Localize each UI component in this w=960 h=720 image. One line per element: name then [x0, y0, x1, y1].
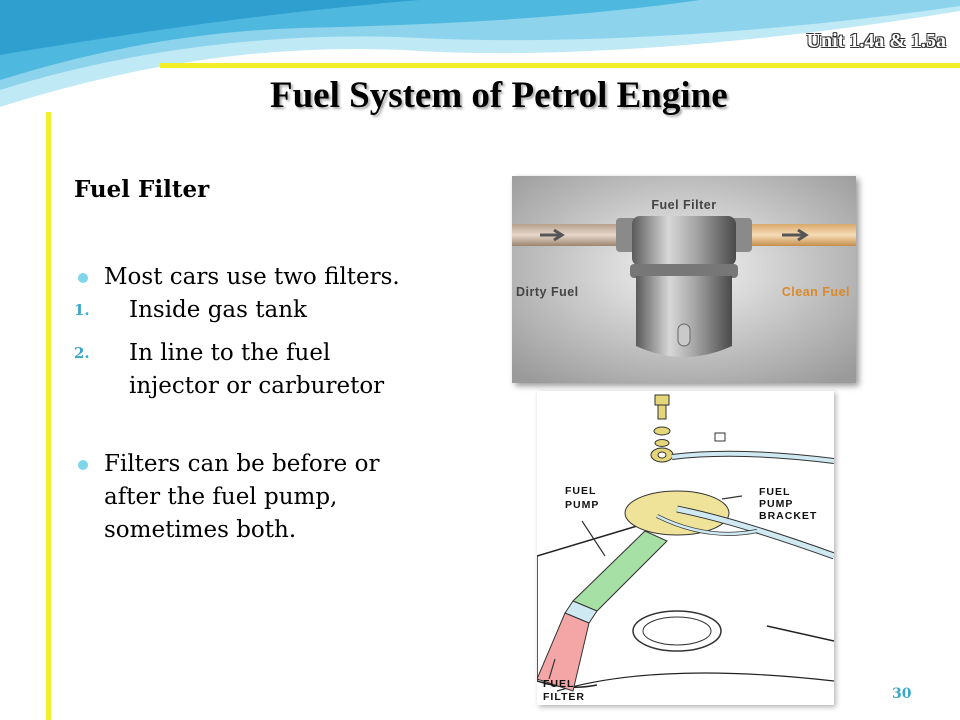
label-fuel-filter-2: FILTER: [543, 691, 585, 703]
side-divider: [46, 112, 51, 720]
item-number: 2.: [74, 344, 90, 362]
numbered-item: 1. Inside gas tank: [74, 294, 494, 327]
item-text-cont: injector or carburetor: [129, 373, 385, 399]
label-bracket-1: FUEL: [759, 486, 790, 498]
item-number: 1.: [74, 301, 90, 319]
label-fuel-pump-1: FUEL: [565, 485, 596, 497]
numbered-item: 2. In line to the fuel: [74, 337, 494, 370]
bullet-continuation: sometimes both.: [74, 514, 494, 547]
bullet-item: Most cars use two filters.: [74, 261, 494, 294]
bullet-text: after the fuel pump,: [104, 484, 338, 510]
page-number: 30: [892, 686, 912, 702]
slide-content: Fuel Filter Most cars use two filters. 1…: [74, 176, 494, 547]
bullet-continuation: after the fuel pump,: [74, 481, 494, 514]
header-wave-decoration: [0, 0, 960, 109]
bullet-text: Filters can be before or: [104, 451, 380, 477]
item-text: In line to the fuel: [129, 340, 331, 366]
label-fuel-filter-1: FUEL: [543, 678, 574, 690]
label-bracket-2: PUMP: [759, 498, 793, 510]
photo-label-dirty-fuel: Dirty Fuel: [516, 285, 579, 299]
bullet-text: sometimes both.: [104, 517, 297, 543]
fuel-filter-photo: Fuel Filter Dirty Fuel Clean Fuel: [512, 176, 856, 383]
label-bracket-3: BRACKET: [759, 510, 817, 522]
unit-label: Unit 1.4a & 1.5a: [806, 30, 946, 52]
photo-label-fuel-filter: Fuel Filter: [651, 198, 716, 212]
slide-title: Fuel System of Petrol Engine: [270, 75, 728, 116]
section-subtitle: Fuel Filter: [74, 176, 210, 203]
item-text: Inside gas tank: [129, 297, 307, 323]
label-fuel-pump-2: PUMP: [565, 499, 599, 511]
bullet-item: Filters can be before or: [74, 448, 494, 481]
fuel-pump-diagram: FUEL PUMP FUEL PUMP BRACKET FUEL FILTER: [537, 391, 834, 705]
bullet-text: Most cars use two filters.: [104, 264, 400, 290]
numbered-item-continuation: injector or carburetor: [74, 370, 494, 403]
photo-label-clean-fuel: Clean Fuel: [782, 285, 850, 299]
header-divider: [160, 63, 960, 68]
